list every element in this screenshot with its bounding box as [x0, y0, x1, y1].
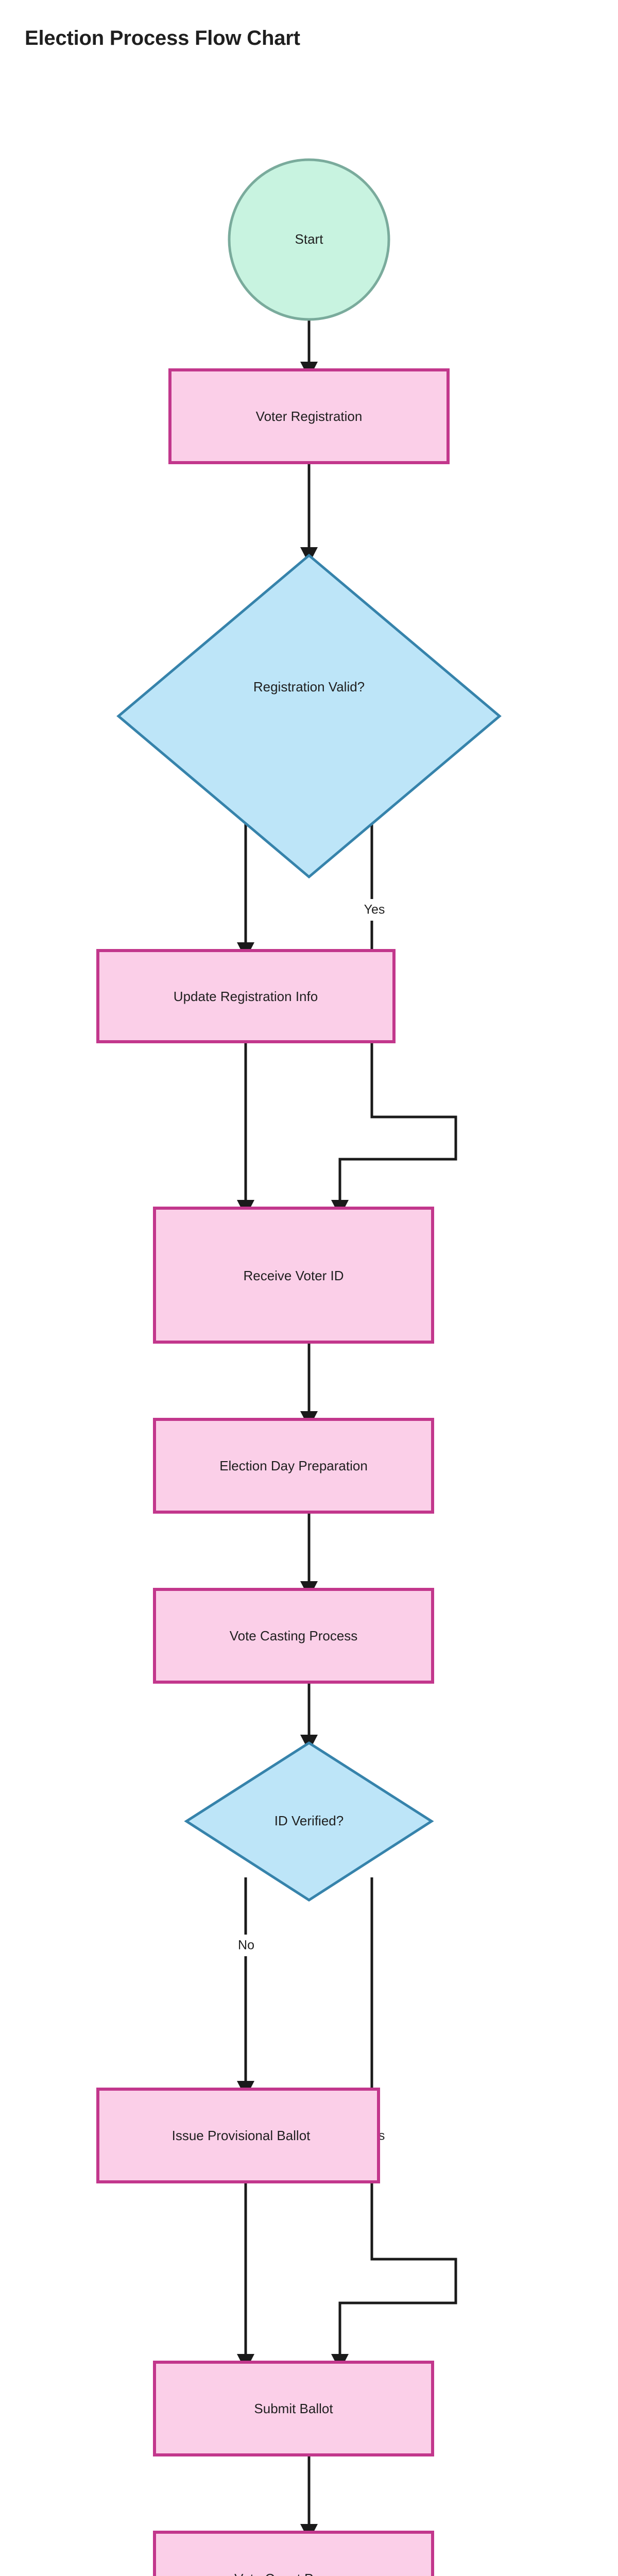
edge-registration-valid-yes — [331, 716, 457, 1217]
edge-label-id-verified-no: No — [238, 1938, 254, 1953]
edge-label-registration-valid-yes: Yes — [364, 903, 385, 917]
vote-casting-box — [153, 1588, 434, 1684]
edge-label-bg — [228, 1935, 264, 1956]
election-day-prep-box — [153, 1418, 434, 1514]
page-title: Election Process Flow Chart — [25, 27, 300, 49]
node-vote-casting[interactable]: Vote Casting Process — [153, 1588, 434, 1684]
node-voter-registration[interactable]: Voter Registration — [168, 368, 450, 464]
node-update-registration[interactable]: Update Registration Info — [96, 949, 396, 1043]
vote-count-label: Vote Count Process — [234, 2571, 353, 2576]
edge-label-bg — [354, 899, 394, 921]
node-election-day-prep[interactable]: Election Day Preparation — [153, 1418, 434, 1514]
node-issue-provisional[interactable]: Issue Provisional Ballot — [96, 2088, 380, 2183]
start-label: Start — [295, 231, 324, 247]
submit-ballot-box — [153, 2361, 434, 2456]
receive-voter-id-box — [153, 1207, 434, 1344]
node-receive-voter-id[interactable]: Receive Voter ID — [153, 1207, 434, 1344]
voter-registration-label: Voter Registration — [256, 409, 363, 424]
node-id-verified[interactable]: ID Verified? — [184, 1741, 434, 1902]
edge-id-verified-yes — [331, 1877, 457, 2371]
node-start[interactable]: Start — [228, 158, 390, 321]
node-submit-ballot[interactable]: Submit Ballot — [153, 2361, 434, 2456]
receive-voter-id-label: Receive Voter ID — [243, 1268, 344, 1283]
registration-valid-diamond — [116, 553, 502, 879]
submit-ballot-label: Submit Ballot — [254, 2401, 333, 2416]
start-circle — [228, 158, 390, 321]
election-day-prep-label: Election Day Preparation — [219, 1458, 368, 1473]
update-registration-box — [96, 949, 396, 1043]
vote-casting-label: Vote Casting Process — [230, 1628, 358, 1643]
node-vote-count[interactable]: Vote Count Process — [153, 2531, 434, 2576]
issue-provisional-label: Issue Provisional Ballot — [172, 2128, 311, 2143]
vote-count-box — [153, 2531, 434, 2576]
registration-valid-label: Registration Valid? — [253, 679, 365, 694]
issue-provisional-box — [96, 2088, 380, 2183]
id-verified-diamond — [184, 1741, 434, 1902]
id-verified-label: ID Verified? — [274, 1813, 344, 1828]
voter-registration-box — [168, 368, 450, 464]
node-registration-valid[interactable]: Registration Valid? — [116, 553, 502, 879]
update-registration-label: Update Registration Info — [174, 989, 318, 1004]
